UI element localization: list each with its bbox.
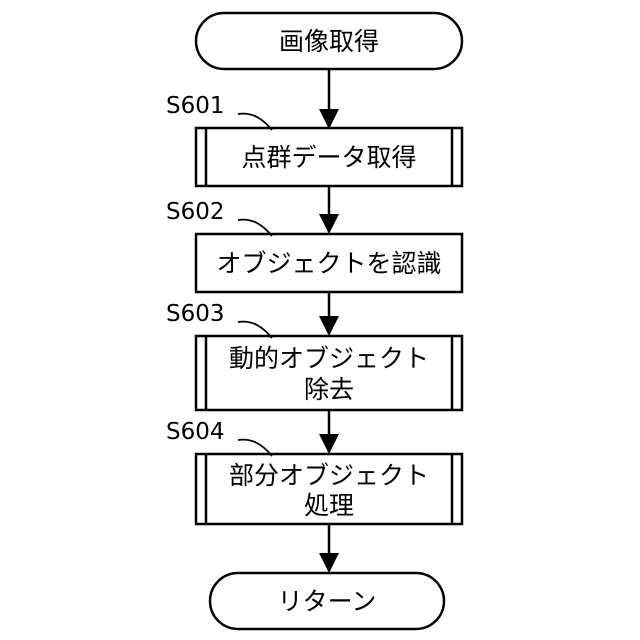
step-s603-id: S603: [166, 301, 225, 327]
step-s603: 動的オブジェクト 除去: [196, 336, 462, 410]
step-s602-id: S602: [166, 199, 225, 225]
end-label: リターン: [278, 587, 377, 616]
step-s604-label-line1: 部分オブジェクト: [229, 461, 429, 490]
step-s603-label-line1: 動的オブジェクト: [229, 344, 429, 373]
step-s604: 部分オブジェクト 処理: [196, 454, 462, 524]
end-terminal: リターン: [210, 573, 444, 629]
start-label: 画像取得: [279, 27, 379, 56]
step-s603-label-line2: 除去: [304, 375, 354, 404]
step-s602: オブジェクトを認識: [196, 234, 462, 292]
start-terminal: 画像取得: [196, 13, 462, 69]
step-s604-id: S604: [166, 419, 225, 445]
step-s601: 点群データ取得: [196, 128, 462, 186]
step-s602-label: オブジェクトを認識: [216, 249, 441, 278]
step-s601-id: S601: [166, 93, 225, 119]
step-s601-label: 点群データ取得: [241, 143, 416, 172]
step-s604-label-line2: 処理: [304, 491, 354, 520]
